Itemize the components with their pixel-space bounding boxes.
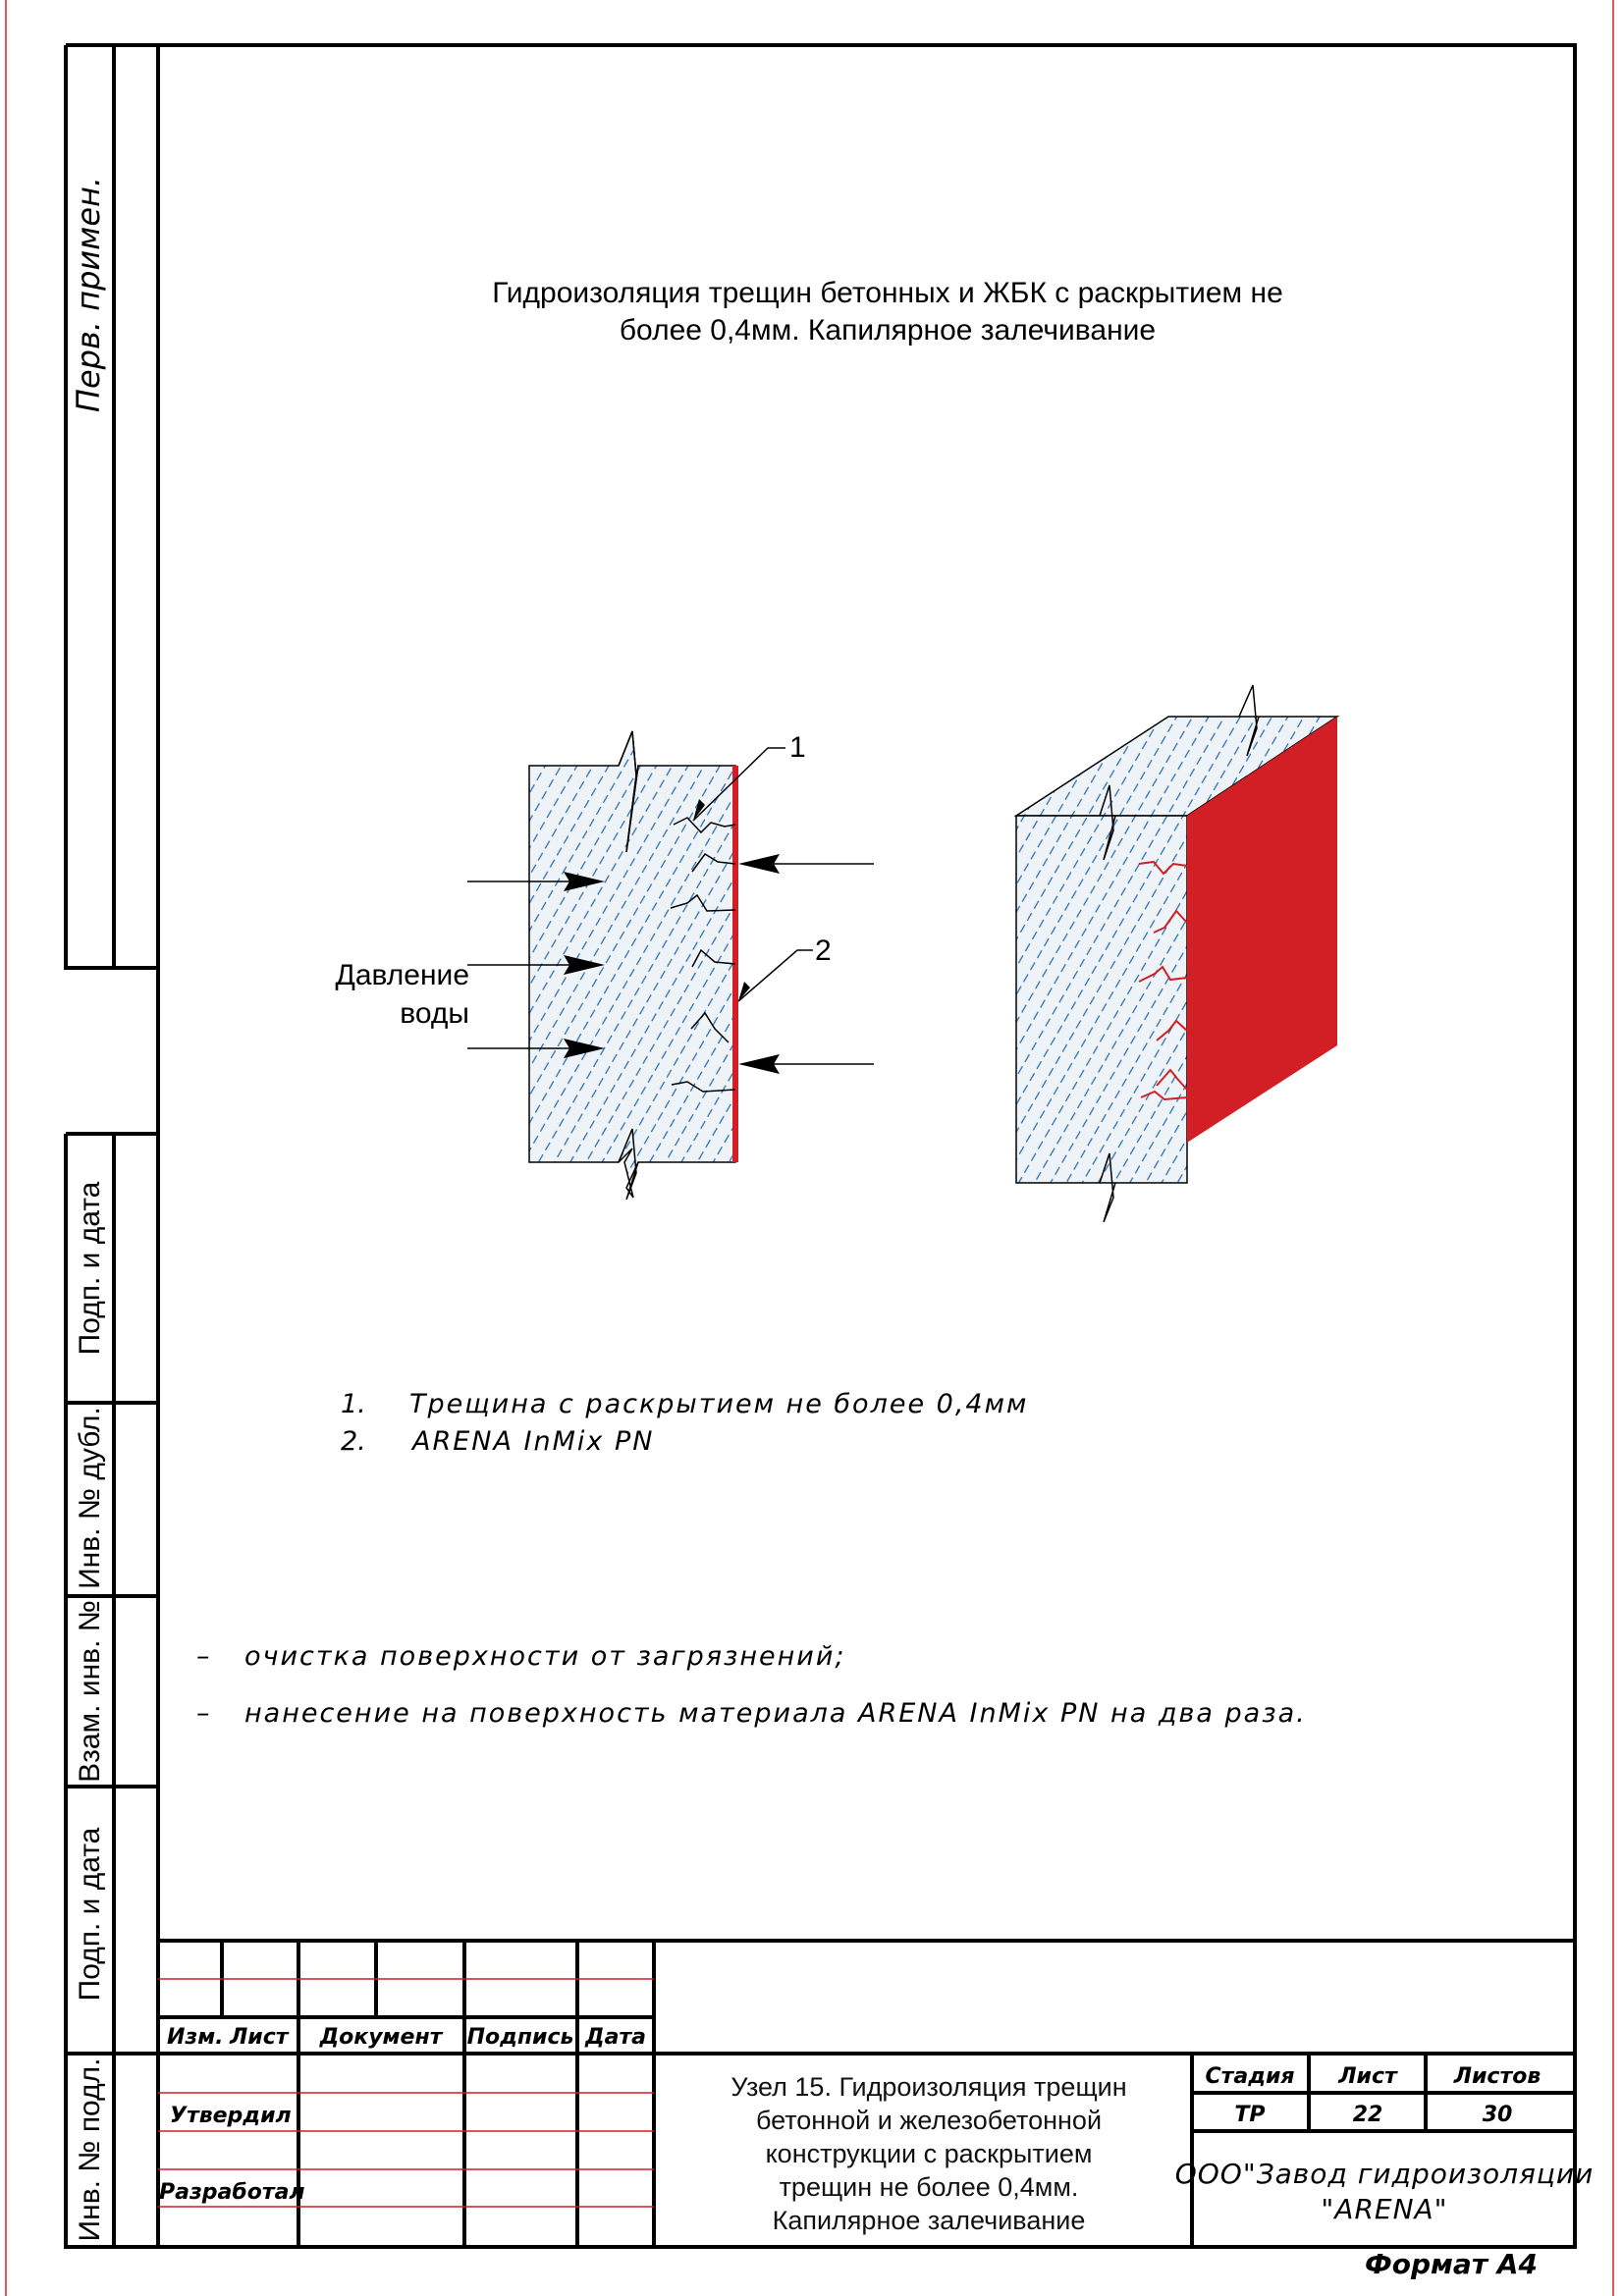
callout-1: 1	[789, 731, 806, 764]
stage-label: Стадия	[1205, 2064, 1294, 2089]
drawing-frame	[156, 43, 1577, 2249]
legend-text-2: ARENA InMix PN	[410, 1426, 654, 1457]
sheets-value: 30	[1483, 2103, 1513, 2127]
step-text-1: очистка поверхности от загрязнений;	[244, 1641, 845, 1672]
description-line-4: трещин не более 0,4мм.	[780, 2172, 1079, 2202]
pressure-label-1: Давление	[336, 959, 469, 991]
coating-face	[1187, 717, 1337, 1143]
description-line-2: бетонной и железобетонной	[756, 2106, 1102, 2135]
step-bullet-2: –	[196, 1698, 210, 1729]
legend-text-1: Трещина с раскрытием не более 0,4мм	[409, 1389, 1028, 1419]
description-line-1: Узел 15. Гидроизоляция трещин	[730, 2072, 1126, 2102]
work-steps: – очистка поверхности от загрязнений; – …	[196, 1641, 1307, 1729]
header-signature: Подпись	[467, 2025, 574, 2050]
developed-label: Разработал	[159, 2180, 305, 2205]
header-date: Дата	[584, 2025, 646, 2050]
header-document: Документ	[319, 2025, 444, 2050]
page-title-line-2: более 0,4мм. Капилярное залечивание	[620, 314, 1156, 347]
callout-2: 2	[815, 934, 832, 967]
header-change: Изм.	[167, 2025, 224, 2050]
description-line-5: Капилярное залечивание	[773, 2206, 1086, 2235]
stamp-sign-date-2: Подп. и дата	[74, 1827, 106, 2001]
stage-value: ТР	[1234, 2103, 1265, 2127]
cracks	[670, 817, 736, 1093]
header-sheet: Лист	[229, 2025, 290, 2050]
stamp-repl-inv: Взам. инв. №	[74, 1600, 106, 1783]
step-text-2: нанесение на поверхность материала ARENA…	[244, 1698, 1307, 1729]
water-pressure-arrows	[467, 854, 874, 1074]
sheet-value: 22	[1353, 2103, 1383, 2127]
stamp-first-use: Перв. примен.	[70, 177, 107, 412]
company-line-2: "ARENA"	[1321, 2193, 1447, 2225]
company-line-1: ООО"Завод гидроизоляции	[1175, 2158, 1595, 2190]
description-line-3: конструкции с раскрытием	[766, 2139, 1093, 2168]
sealed-cracks	[1138, 860, 1188, 1101]
sheets-label: Листов	[1453, 2064, 1542, 2089]
stamp-orig-inv: Инв. № подл.	[74, 2058, 106, 2242]
stamp-dup-inv: Инв. № дубл.	[74, 1407, 106, 1589]
legend-num-1: 1.	[341, 1389, 366, 1419]
isometric-drawing	[1013, 684, 1340, 1223]
legend-num-2: 2.	[341, 1426, 366, 1457]
stamp-sign-date-1: Подп. и дата	[74, 1181, 106, 1355]
format-label: Формат А4	[1365, 2248, 1538, 2280]
title-block: Изм. Лист Документ Подпись Дата Утвердил…	[158, 1939, 1595, 2247]
page-title-line-1: Гидроизоляция трещин бетонных и ЖБК с ра…	[492, 277, 1283, 309]
step-bullet-1: –	[196, 1641, 210, 1672]
pressure-label-2: воды	[400, 997, 469, 1030]
sheet-label: Лист	[1337, 2064, 1398, 2089]
side-stamp: Перв. примен. Подп. и дата Инв. № дубл. …	[64, 43, 158, 2249]
approved-label: Утвердил	[170, 2104, 292, 2128]
section-drawing: 1 2 Давление воды	[336, 730, 874, 1201]
legend: 1. Трещина с раскрытием не более 0,4мм 2…	[341, 1389, 1028, 1457]
